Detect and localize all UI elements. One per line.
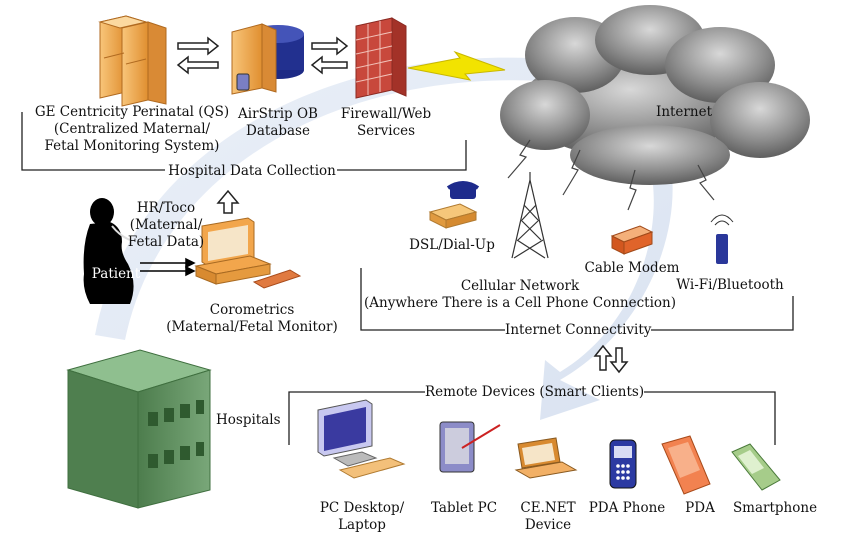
- section-brackets: [21, 112, 794, 445]
- hospital-data-collection-label: Hospital Data Collection: [168, 163, 336, 179]
- smartphone-label: Smartphone: [732, 500, 818, 516]
- hr-toco-label: HR/Toco (Maternal/ Fetal Data): [126, 200, 206, 251]
- smartphone-icon: [731, 443, 781, 491]
- firewall-line2: Services: [356, 123, 416, 139]
- hospital-building-icon: [66, 349, 212, 509]
- wifi-antenna-icon: [710, 214, 734, 264]
- cable-modem-label: Cable Modem: [584, 260, 680, 276]
- airstrip-database-icon: [231, 23, 304, 95]
- airstrip-label: AirStrip OB Database: [222, 106, 334, 140]
- cenet-line2: Device: [524, 517, 572, 533]
- pc-desktop-label: PC Desktop/ Laptop: [312, 500, 412, 534]
- hr-toco-line1: HR/Toco: [136, 200, 196, 216]
- corometrics-line2: (Maternal/Fetal Monitor): [166, 319, 338, 335]
- dsl-label: DSL/Dial-Up: [409, 237, 495, 253]
- pc-desktop-line2: Laptop: [338, 517, 386, 533]
- cellular-line2: (Anywhere There is a Cell Phone Connecti…: [364, 295, 676, 311]
- ge-server-icon: [98, 15, 167, 107]
- airstrip-line1: AirStrip OB: [238, 106, 318, 122]
- firewall-icon: [355, 17, 407, 99]
- ge-centricity-line3: Fetal Monitoring System): [44, 138, 220, 154]
- wifi-label: Wi-Fi/Bluetooth: [676, 277, 784, 293]
- pc-desktop-icon: [317, 399, 406, 479]
- dsl-phone-icon: [428, 181, 480, 229]
- cenet-line1: CE.NET: [520, 500, 576, 516]
- hr-toco-line3: Fetal Data): [127, 234, 205, 250]
- ge-centricity-line2: (Centralized Maternal/: [53, 121, 211, 137]
- pda-phone-label: PDA Phone: [588, 500, 666, 516]
- remote-devices-label: Remote Devices (Smart Clients): [425, 384, 645, 400]
- corometrics-line1: Corometrics: [209, 302, 295, 318]
- cenet-device-label: CE.NET Device: [510, 500, 586, 534]
- pda-phone-icon: [609, 439, 637, 489]
- tablet-pc-icon: [439, 421, 501, 473]
- pc-desktop-line1: PC Desktop/: [319, 500, 405, 516]
- ge-centricity-line1: GE Centricity Perinatal (QS): [34, 104, 230, 120]
- cenet-device-icon: [514, 437, 578, 479]
- pda-label: PDA: [685, 500, 715, 516]
- hospitals-label: Hospitals: [216, 412, 281, 428]
- lightning-link-icon: [407, 50, 506, 81]
- cellular-label: Cellular Network (Anywhere There is a Ce…: [362, 278, 678, 312]
- firewall-line1: Firewall/Web: [340, 106, 432, 122]
- internet-connectivity-label: Internet Connectivity: [505, 322, 652, 338]
- patient-data-arrows: [140, 257, 196, 277]
- exchange-arrows: [176, 36, 349, 75]
- wireless-links: [507, 139, 715, 211]
- pda-icon: [661, 435, 711, 495]
- internet-label: Internet: [655, 104, 712, 120]
- tablet-pc-label: Tablet PC: [430, 500, 498, 516]
- firewall-label: Firewall/Web Services: [330, 106, 442, 140]
- data-flow-band: [95, 57, 673, 420]
- internet-cloud-icon: [500, 5, 810, 185]
- cable-modem-icon: [610, 225, 654, 255]
- corometrics-label: Corometrics (Maternal/Fetal Monitor): [162, 302, 342, 336]
- airstrip-line2: Database: [246, 123, 310, 139]
- cell-tower-icon: [511, 172, 549, 259]
- corometrics-monitor-icon: [194, 217, 302, 289]
- hr-toco-line2: (Maternal/: [129, 217, 203, 233]
- bidirectional-arrow-icon: [593, 344, 629, 374]
- patient-silhouette: [83, 198, 134, 304]
- cellular-line1: Cellular Network: [460, 278, 580, 294]
- patient-label: Patient: [91, 266, 141, 282]
- ge-centricity-label: GE Centricity Perinatal (QS) (Centralize…: [20, 104, 244, 155]
- upload-arrow-icon: [216, 189, 240, 214]
